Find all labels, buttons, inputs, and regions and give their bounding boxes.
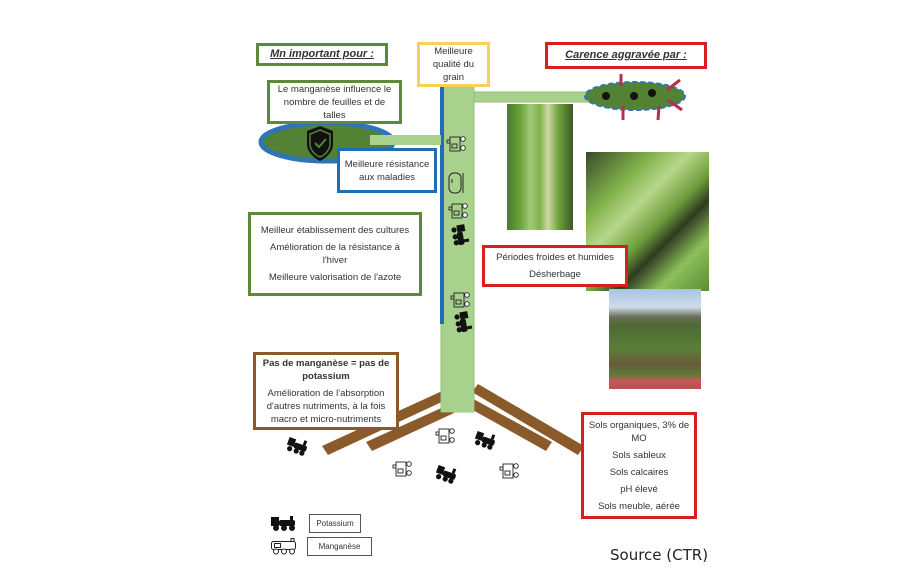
climate-line: Désherbage (529, 269, 581, 280)
train-solid-icon (474, 430, 496, 450)
benefit-line: Meilleure valorisation de l'azote (268, 272, 402, 283)
leaves-tillers-box: Le manganèse influence le nombre de feui… (267, 80, 402, 124)
disease-resistance-text: Meilleure résistance aux maladies (344, 158, 430, 183)
disease-spot (630, 92, 638, 100)
train-outline-icon (435, 428, 455, 444)
potassium-box: Pas de manganèse = pas de potassium Amél… (253, 352, 399, 430)
legend-label-manganese: Manganèse (307, 537, 372, 556)
disease-spots (602, 89, 656, 100)
disease-resistance-box: Meilleure résistance aux maladies (337, 148, 437, 193)
disease-spot (602, 92, 610, 100)
train-solid-icon (454, 311, 473, 333)
header-text: Carence aggravée par : (565, 49, 687, 61)
root-right-outer (472, 384, 584, 455)
climate-box: Périodes froides et humides Désherbage (482, 245, 628, 287)
benefit-line: Amélioration de la résistance à l'hiver (270, 242, 400, 266)
train-outline-icon (450, 292, 470, 308)
leaf-right-stalk (473, 91, 591, 103)
disease-spot (648, 89, 656, 97)
train-outline-icon (499, 463, 519, 479)
soil-line: Sols sableux (612, 449, 666, 461)
leaves-tillers-text: Le manganèse influence le nombre de feui… (277, 83, 392, 121)
soil-line: pH élevé (620, 483, 658, 495)
stem-blue-line (440, 86, 444, 324)
soil-line: Sols calcaires (609, 466, 669, 478)
soil-line: Sols organiques, 3% de MO (588, 419, 690, 444)
legend-label-potassium: Potassium (309, 514, 361, 533)
grain-quality-box: Meilleure qualité du grain (417, 42, 490, 87)
root-left-inner (366, 405, 454, 451)
potassium-title: Pas de manganèse = pas de potassium (262, 357, 390, 382)
deficiency-marks (619, 74, 683, 121)
source-label: Source (CTR) (610, 546, 709, 564)
train-outline-icon (271, 538, 296, 555)
train-outline-icon (392, 461, 412, 477)
legend-text: Manganèse (318, 542, 361, 551)
header-text: Mn important pour : (270, 48, 374, 60)
train-solid-icon (435, 464, 457, 484)
photo-leaf-striping (507, 104, 573, 230)
tank-wagon-icon (448, 172, 464, 194)
header-mn-important: Mn important pour : (256, 43, 388, 66)
stem (440, 85, 475, 413)
root-right-inner (462, 396, 552, 451)
shield-check-icon (307, 126, 333, 161)
benefit-line: Meilleur établissement des cultures (260, 225, 410, 236)
climate-line: Périodes froides et humides (496, 252, 614, 263)
soil-line: Sols meuble, aérée (598, 500, 680, 512)
stem-base (441, 395, 474, 412)
train-solid-icon (271, 516, 295, 531)
benefits-box: Meilleur établissement des cultures Amél… (248, 212, 422, 296)
soil-box: Sols organiques, 3% de MO Sols sableux S… (581, 412, 697, 519)
train-solid-icon (451, 224, 470, 246)
train-outline-icon (446, 136, 466, 152)
leaf-left-stalk (370, 135, 441, 145)
train-solid-icon (286, 436, 308, 456)
potassium-text: Amélioration de l'absorption d'autres nu… (266, 387, 386, 425)
photo-field (609, 289, 701, 389)
grain-quality-text: Meilleure qualité du grain (432, 46, 475, 83)
train-outline-icon (448, 203, 468, 219)
header-carence: Carence aggravée par : (545, 42, 707, 69)
legend-text: Potassium (316, 519, 354, 528)
